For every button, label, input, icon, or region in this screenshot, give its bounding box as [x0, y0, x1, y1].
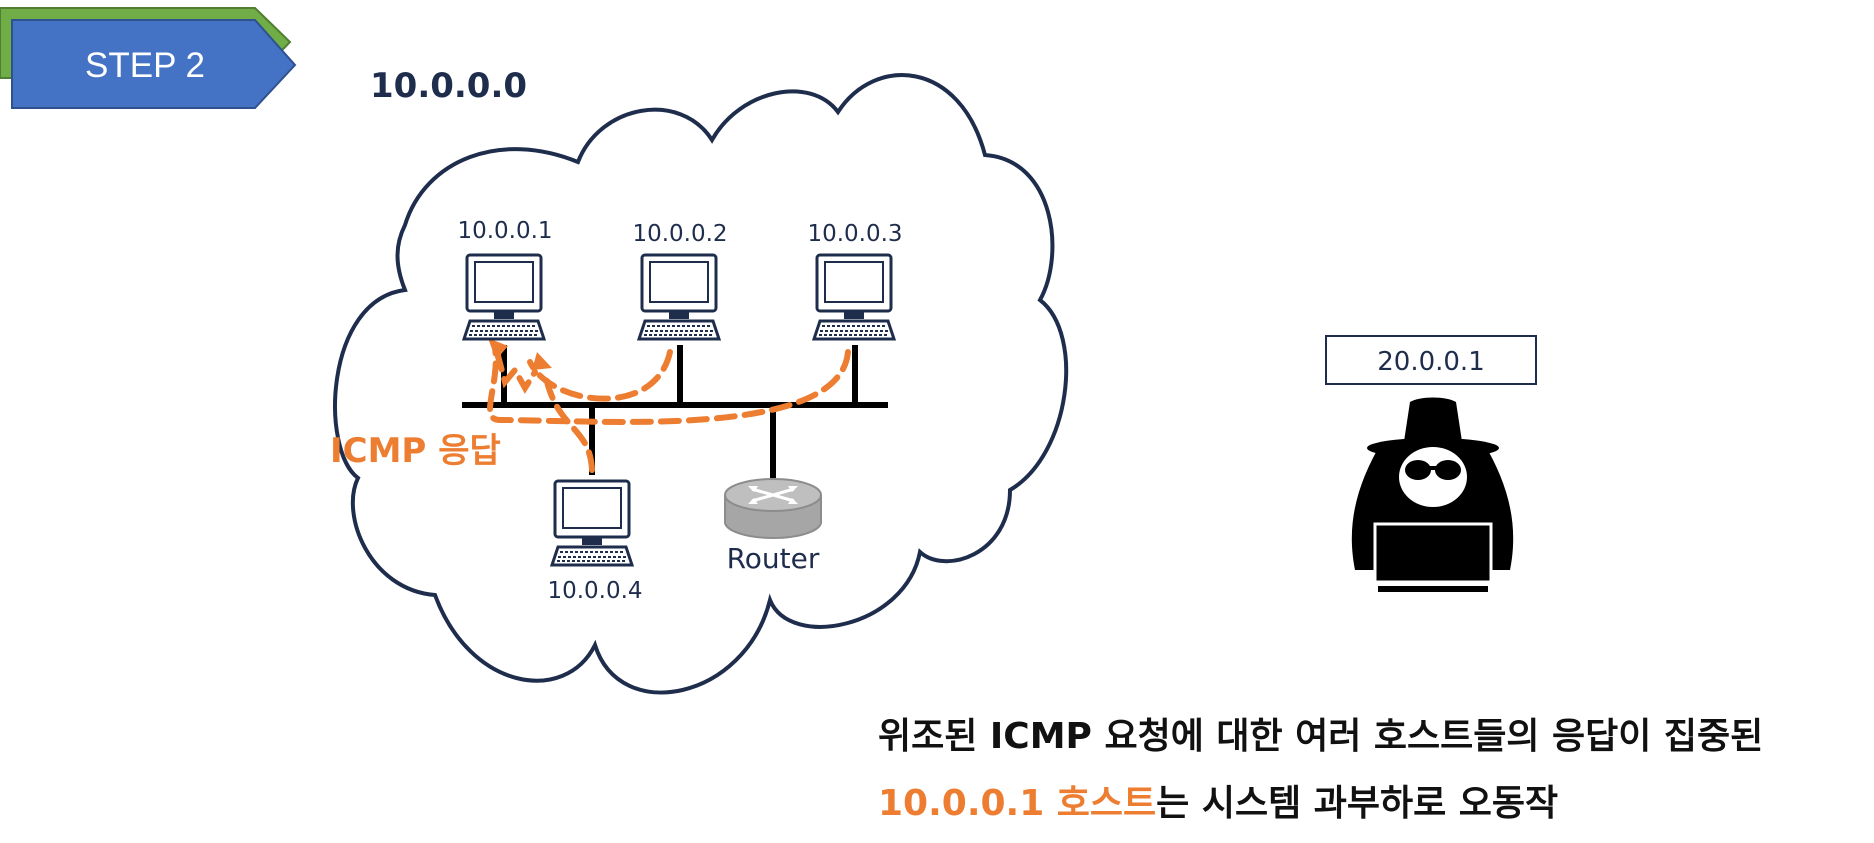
host-10-0-0-4: 10.0.0.4	[547, 479, 643, 604]
hacker-icon	[1351, 397, 1514, 592]
icmp-reply-arrows	[487, 345, 851, 473]
icmp-reply-arrowheads	[488, 338, 552, 370]
caption-line-1: 위조된 ICMP 요청에 대한 여러 호스트들의 응답이 집중된	[878, 707, 1763, 759]
host-label: 10.0.0.1	[457, 218, 552, 244]
caption-text: 위조된 ICMP 요청에 대한 여러 호스트들의 응답이 집중된	[878, 716, 1764, 757]
host-label: 10.0.0.2	[632, 221, 727, 247]
router-icon	[724, 478, 822, 539]
icmp-reply-label: ICMP 응답	[330, 431, 501, 471]
caption-text: 는 시스템 과부하로 오동작	[1156, 783, 1559, 824]
caption-line-2: 10.0.0.1 호스트는 시스템 과부하로 오동작	[878, 774, 1558, 826]
host-10-0-0-2: 10.0.0.2	[632, 221, 728, 341]
step-badge: STEP 2	[0, 7, 297, 109]
network-bus	[462, 345, 888, 478]
caption-highlight: 10.0.0.1 호스트	[878, 783, 1157, 824]
network-cloud	[333, 73, 1069, 695]
host-label: 10.0.0.3	[807, 221, 902, 247]
network-label: 10.0.0.0	[370, 66, 527, 106]
attacker-ip-label: 20.0.0.1	[1377, 347, 1485, 377]
host-label: 10.0.0.4	[547, 578, 642, 604]
host-10-0-0-3: 10.0.0.3	[807, 221, 903, 341]
host-10-0-0-1: 10.0.0.1	[457, 218, 553, 341]
attacker-ip-box: 20.0.0.1	[1325, 335, 1537, 385]
router-label: Router	[727, 542, 820, 575]
step-badge-label: STEP 2	[85, 46, 205, 85]
